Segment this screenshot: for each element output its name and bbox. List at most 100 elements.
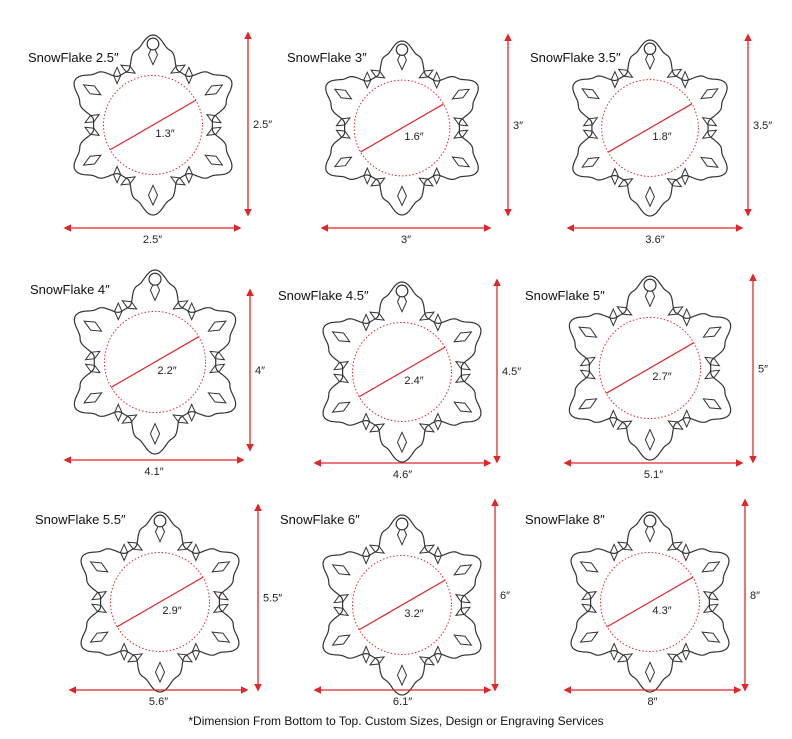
cutout-icon (609, 307, 618, 327)
cutout-icon (701, 631, 721, 643)
cutout-icon (581, 603, 598, 614)
cutout-icon (333, 156, 353, 168)
cutout-icon (361, 412, 371, 431)
cutout-icon (397, 185, 407, 207)
cutout-icon (681, 167, 690, 186)
diameter-label: 2.7″ (652, 371, 671, 383)
cutout-icon (617, 178, 634, 188)
cutout-icon (609, 642, 619, 661)
cutout-icon (333, 88, 353, 100)
cutout-icon (700, 88, 719, 100)
cutout-icon (453, 401, 473, 413)
diameter-label: 4.3″ (652, 605, 671, 617)
cutout-icon (191, 543, 201, 562)
height-label: 2.5″ (253, 119, 272, 131)
cutout-icon (169, 176, 187, 186)
diameter-label: 2.9″ (162, 605, 181, 617)
cutout-icon (368, 544, 386, 554)
cutout-icon (616, 420, 633, 430)
cutout-icon (682, 409, 691, 429)
hanging-hole-icon (643, 514, 657, 528)
cutout-icon (368, 423, 386, 433)
cutout-icon (432, 166, 441, 185)
cutout-icon (154, 520, 166, 543)
cutout-icon (454, 593, 471, 604)
cutout-icon (84, 126, 101, 137)
cutout-icon (184, 66, 194, 85)
cutout-icon (83, 320, 103, 332)
cutout-icon (126, 653, 144, 663)
cutout-icon (331, 634, 351, 646)
cutout-icon (396, 290, 408, 313)
cutout-icon (645, 48, 655, 71)
cutout-icon (579, 561, 599, 573)
diameter-line (358, 346, 446, 398)
cutout-icon (451, 156, 471, 168)
snowflake-title: SnowFlake 2.5″ (28, 50, 119, 65)
height-label: 6″ (500, 590, 510, 602)
cutout-icon (121, 414, 138, 424)
cutout-icon (666, 178, 683, 188)
cutout-icon (451, 88, 471, 100)
cutout-icon (433, 645, 443, 664)
cutout-icon (701, 129, 718, 139)
cutout-icon (578, 326, 598, 338)
width-label: 3.6″ (645, 234, 664, 246)
cutout-icon (666, 541, 684, 551)
diameter-label: 1.3″ (155, 128, 174, 140)
cutout-icon (454, 360, 471, 371)
cutout-icon (114, 301, 123, 321)
hanging-hole-icon (395, 43, 409, 56)
cutout-icon (418, 656, 436, 666)
cutout-icon (454, 606, 471, 617)
cutout-icon (149, 422, 161, 446)
height-label: 4″ (255, 365, 265, 377)
cutout-icon (609, 543, 619, 562)
cutout-icon (418, 311, 436, 321)
cutout-icon (204, 154, 224, 166)
height-label: 3″ (513, 120, 523, 132)
diameter-label: 1.6″ (404, 131, 423, 143)
cutout-icon (331, 401, 351, 413)
snowflake-item: 4.3″SnowFlake 8″8″8″ (525, 498, 760, 708)
cutout-icon (700, 156, 719, 168)
cutout-icon (645, 185, 655, 208)
width-label: 8″ (647, 696, 657, 708)
snowflake-item: 2.7″SnowFlake 5″5″5.1″ (525, 273, 768, 481)
cutout-icon (149, 278, 161, 302)
cutout-icon (418, 177, 434, 187)
cutout-icon (187, 403, 196, 423)
cutout-icon (361, 546, 371, 565)
cutout-icon (119, 176, 137, 186)
cutout-icon (701, 561, 721, 573)
snowflake-item: 2.4″SnowFlake 4.5″4.5″4.6″ (278, 278, 521, 481)
cutout-icon (368, 656, 386, 666)
cutout-icon (644, 428, 656, 452)
snowflake-title: SnowFlake 5″ (525, 288, 605, 303)
cutout-icon (581, 156, 600, 168)
cutout-icon (172, 300, 189, 310)
cutout-icon (702, 590, 719, 601)
width-label: 2.5″ (143, 234, 162, 246)
hanging-hole-icon (146, 37, 160, 51)
snowflake-title: SnowFlake 5.5″ (35, 512, 126, 527)
cutout-icon (89, 561, 109, 573)
snowflake-title: SnowFlake 3″ (287, 50, 367, 65)
hanging-hole-icon (395, 517, 409, 531)
hanging-hole-icon (153, 514, 167, 528)
cutout-icon (211, 631, 231, 643)
cutout-icon (82, 154, 102, 166)
cutout-icon (579, 631, 599, 643)
cutout-icon (335, 117, 351, 127)
cutout-icon (616, 306, 633, 316)
cutout-icon (666, 653, 684, 663)
diameter-label: 1.8″ (652, 131, 671, 143)
width-label: 3″ (401, 234, 411, 246)
cutout-icon (187, 301, 196, 321)
cutout-icon (370, 69, 386, 79)
snowflake-item: 2.2″SnowFlake 4″4″4.1″ (30, 269, 265, 478)
cutout-icon (121, 300, 138, 310)
cutout-icon (682, 307, 691, 327)
cutout-icon (212, 603, 229, 614)
diameter-line (605, 342, 695, 394)
